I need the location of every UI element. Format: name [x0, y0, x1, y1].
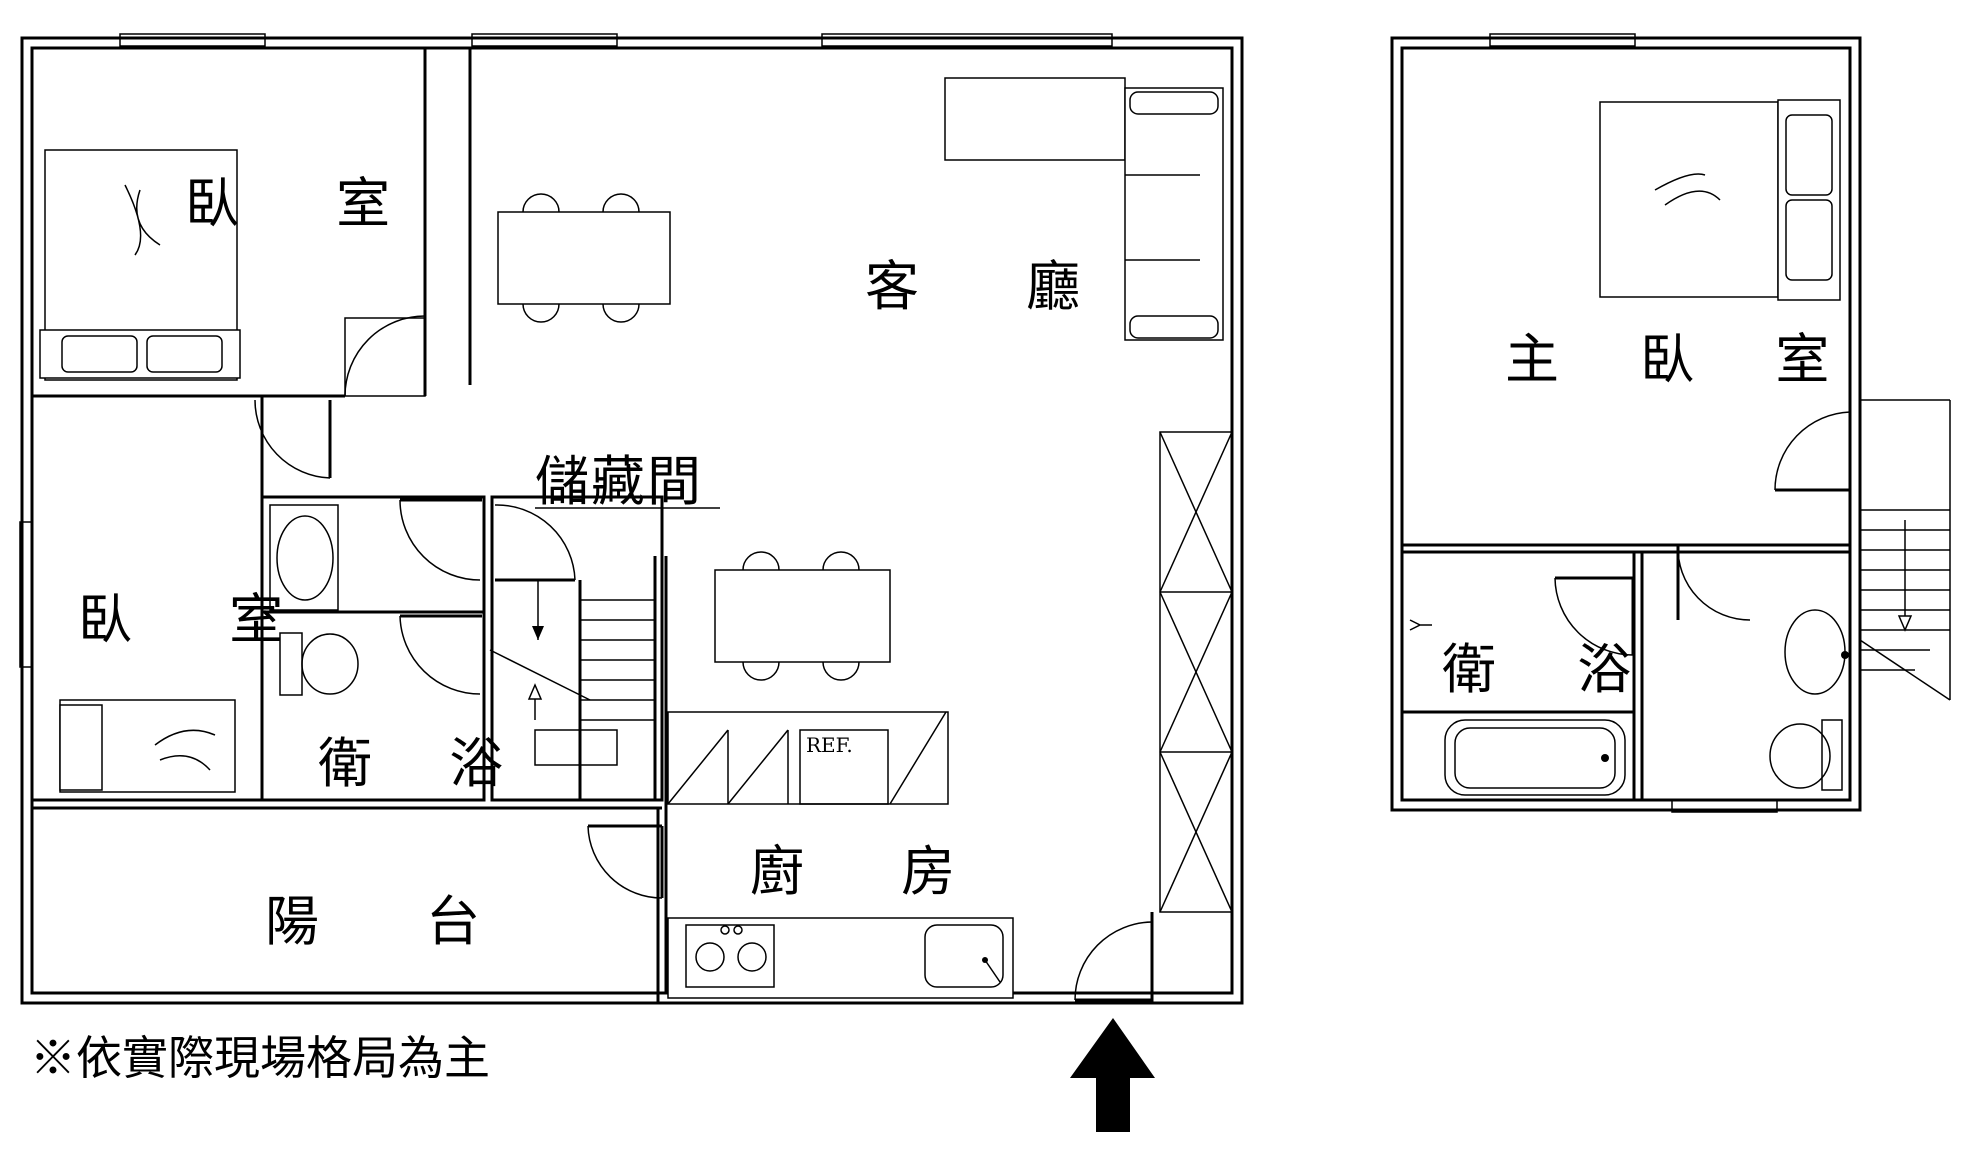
main-stairs	[534, 599, 655, 766]
door-bedroom1	[344, 315, 426, 397]
window	[821, 33, 1113, 47]
door-master	[1774, 408, 1852, 492]
interior-walls	[32, 48, 1233, 1003]
label-living: 客 廳	[865, 255, 1125, 318]
door-bedroom2	[254, 399, 332, 479]
kitchen-counter-upper: REF.	[667, 711, 949, 805]
door-balcony	[587, 824, 664, 899]
label-bath1: 衛 浴	[318, 732, 533, 795]
sofa	[944, 77, 1224, 341]
storage-door	[489, 504, 591, 720]
window	[1489, 33, 1636, 47]
bath1-fixtures	[269, 498, 482, 696]
label-bath2: 衛 浴	[1442, 638, 1663, 701]
bed-master	[1599, 99, 1841, 301]
layout-disclaimer: ※依實際現場格局為主	[30, 1031, 490, 1085]
dining-table-1	[497, 193, 671, 323]
bed-bedroom1	[39, 149, 241, 381]
window	[119, 33, 266, 47]
window	[471, 33, 618, 47]
label-storage: 儲藏間	[535, 450, 703, 513]
label-balcony: 陽 台	[265, 890, 525, 953]
dining-table-2	[714, 551, 891, 681]
kitchen-counter-lower	[667, 917, 1014, 999]
fridge-label: REF.	[806, 733, 853, 757]
bed-bedroom2	[59, 699, 236, 793]
label-kitchen: 廚 房	[750, 840, 995, 903]
upper-stairs	[1859, 399, 1951, 701]
bath2-fixtures	[1402, 543, 1849, 796]
window	[1671, 799, 1778, 813]
door-entrance	[1074, 921, 1154, 1002]
label-master: 主 臥 室	[1505, 328, 1861, 391]
window	[19, 521, 33, 668]
label-bedroom2: 臥 室	[78, 588, 323, 651]
entrance-arrow-icon	[1070, 1018, 1155, 1132]
label-bedroom1: 臥 室	[185, 172, 430, 235]
